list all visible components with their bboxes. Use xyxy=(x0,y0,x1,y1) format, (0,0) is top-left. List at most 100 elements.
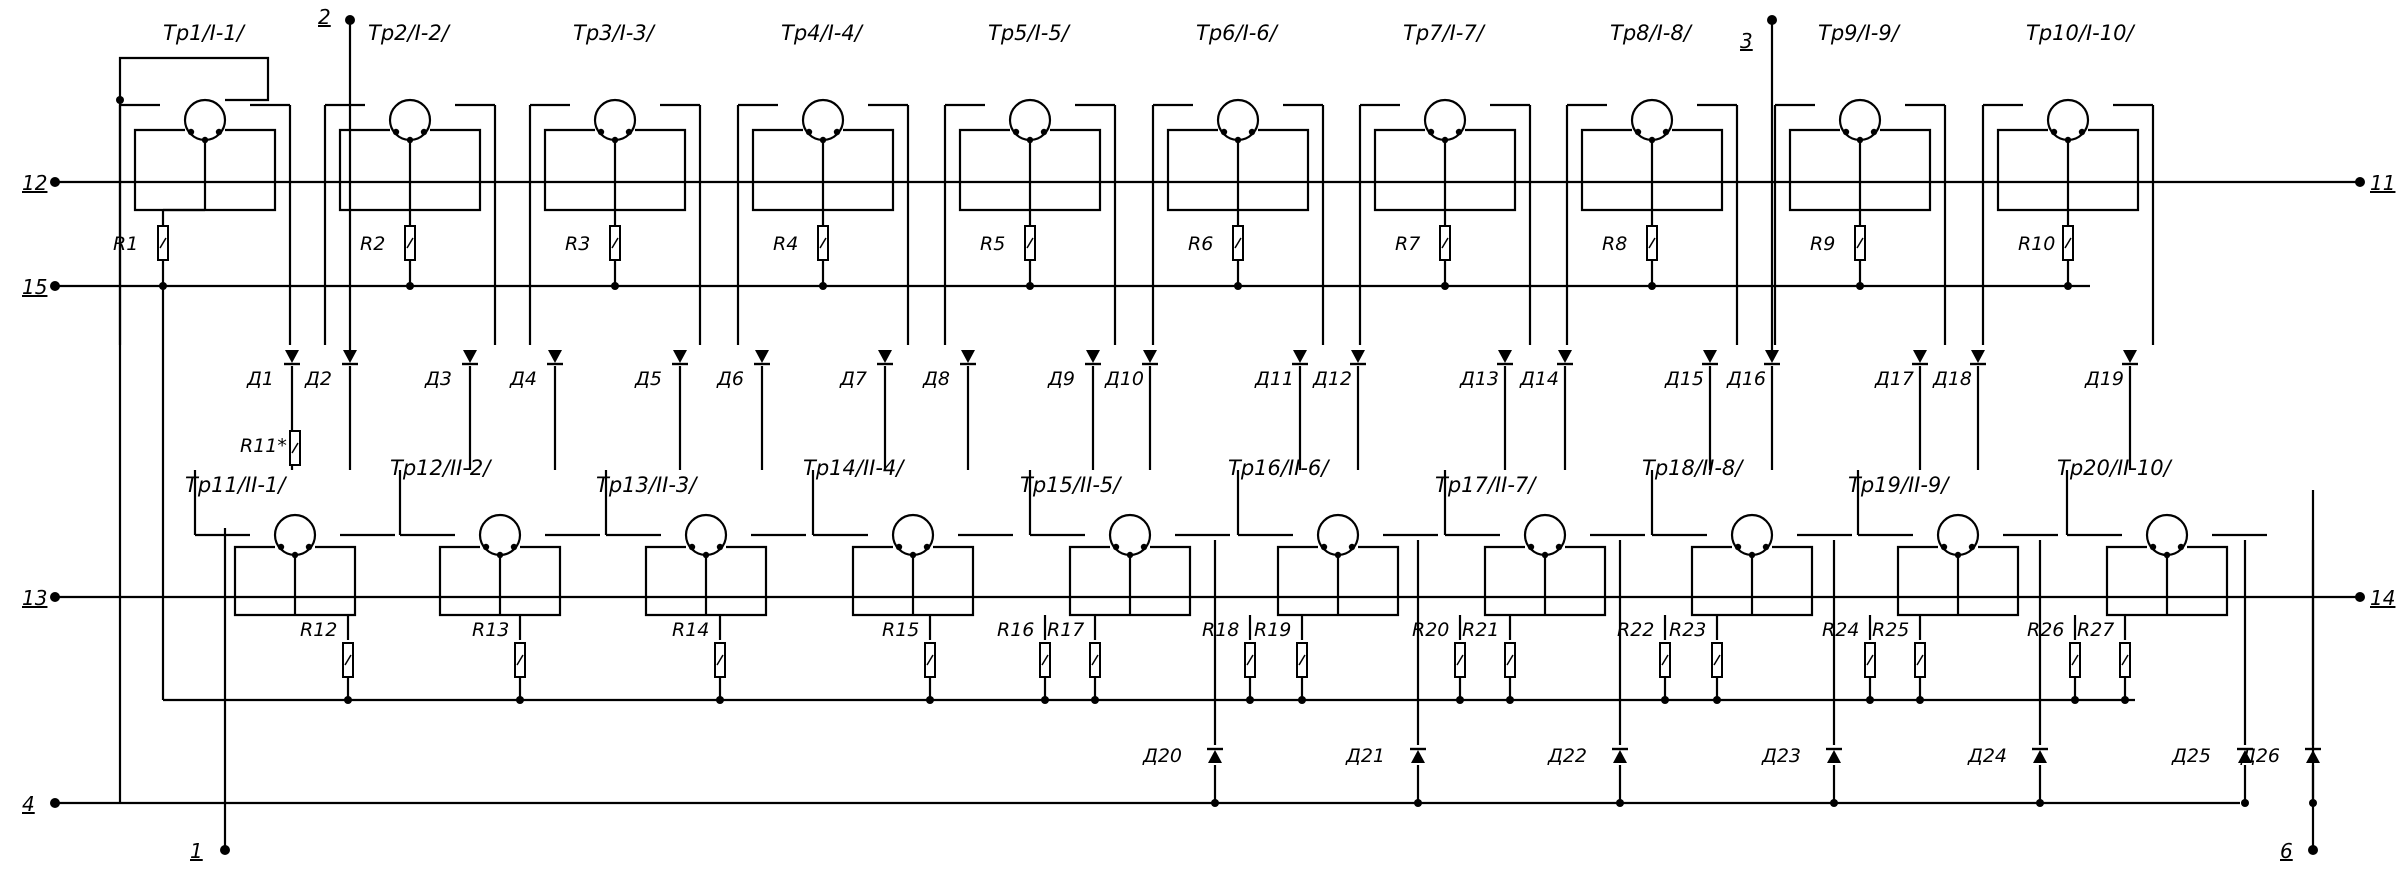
terminal-11-label: 11 xyxy=(2370,171,2395,195)
diode-6 xyxy=(754,350,770,366)
diode-lower-24 xyxy=(2032,747,2048,763)
diode-13 xyxy=(1497,350,1513,366)
diode-lower-label-23: Д23 xyxy=(1761,745,1801,767)
transformer-top-label-4: Тр4/I-4/ xyxy=(781,21,864,45)
transformer-bottom-label-5: Тр15/II-5/ xyxy=(1020,473,1122,497)
resistor-top-label-4: R4 xyxy=(773,233,798,255)
transformer-bottom-8 xyxy=(1730,513,1774,559)
transformer-bottom-10 xyxy=(2145,513,2189,559)
junction-dot xyxy=(2121,696,2129,704)
diode-label-11: Д11 xyxy=(1254,368,1294,390)
junction-dot xyxy=(1856,282,1864,290)
junction-dot xyxy=(1713,696,1721,704)
resistor-bottom-label-22: R22 xyxy=(1617,619,1654,641)
transformer-top-1 xyxy=(183,98,227,144)
diode-7 xyxy=(877,350,893,366)
terminal-dot xyxy=(2355,177,2365,187)
resistor-bottom-label-17: R17 xyxy=(1047,619,1084,641)
diode-lower-label-20: Д20 xyxy=(1142,745,1182,767)
diode-19 xyxy=(2122,350,2138,366)
junction-dot xyxy=(1414,799,1422,807)
resistor-bottom-label-16: R16 xyxy=(997,619,1034,641)
transformer-top-label-2: Тр2/I-2/ xyxy=(368,21,451,45)
junction-dot xyxy=(1916,696,1924,704)
terminal-14-label: 14 xyxy=(2370,586,2395,610)
transformer-bottom-label-4: Тр14/II-4/ xyxy=(803,456,905,480)
transformer-top-3 xyxy=(593,98,637,144)
diode-lower-label-26: Д26 xyxy=(2240,745,2280,767)
resistor-top-label-2: R2 xyxy=(360,233,385,255)
transformer-top-9 xyxy=(1838,98,1882,144)
diode-3 xyxy=(462,350,478,366)
resistor-top-10 xyxy=(2062,225,2074,261)
terminal-1-label: 1 xyxy=(190,839,203,863)
resistor-bottom-26 xyxy=(2069,642,2081,678)
diode-label-4: Д4 xyxy=(509,368,537,390)
diode-label-2: Д2 xyxy=(304,368,332,390)
junction-dot xyxy=(1830,799,1838,807)
terminal-dot xyxy=(2355,592,2365,602)
junction-dot xyxy=(1661,696,1669,704)
wire xyxy=(118,56,270,102)
resistor-top-label-6: R6 xyxy=(1188,233,1213,255)
diode-lower-26 xyxy=(2305,747,2321,763)
transformer-bottom-label-1: Тр11/II-1/ xyxy=(185,473,287,497)
transformer-bottom-5 xyxy=(1108,513,1152,559)
transformer-top-10 xyxy=(2046,98,2090,144)
transformer-bottom-6 xyxy=(1316,513,1360,559)
diode-label-6: Д6 xyxy=(716,368,744,390)
junction-dot xyxy=(2036,799,2044,807)
resistor-top-label-7: R7 xyxy=(1395,233,1420,255)
terminal-12-label: 12 xyxy=(22,171,47,195)
transformer-bottom-label-10: Тр20/II-10/ xyxy=(2057,456,2173,480)
diode-label-19: Д19 xyxy=(2084,368,2124,390)
diode-lower-20 xyxy=(1207,747,1223,763)
junction-dot xyxy=(1456,696,1464,704)
terminal-dot xyxy=(50,798,60,808)
terminal-15-label: 15 xyxy=(22,275,47,299)
diode-lower-21 xyxy=(1410,747,1426,763)
diode-11 xyxy=(1292,350,1308,366)
junction-dot xyxy=(716,696,724,704)
diode-12 xyxy=(1350,350,1366,366)
resistor-top-2 xyxy=(404,225,416,261)
junction-dot xyxy=(819,282,827,290)
diode-label-18: Д18 xyxy=(1932,368,1972,390)
junction-dot xyxy=(1866,696,1874,704)
diode-label-3: Д3 xyxy=(424,368,452,390)
resistor-mid-label: R11* xyxy=(240,435,287,457)
diode-18 xyxy=(1970,350,1986,366)
resistor-top-9 xyxy=(1854,225,1866,261)
resistor-bottom-label-21: R21 xyxy=(1462,619,1499,641)
resistor-bottom-23 xyxy=(1711,642,1723,678)
junction-dot xyxy=(344,696,352,704)
terminal-13-label: 13 xyxy=(22,586,47,610)
junction-dot xyxy=(1441,282,1449,290)
diode-label-15: Д15 xyxy=(1664,368,1704,390)
diode-label-10: Д10 xyxy=(1104,368,1144,390)
diode-lower-label-24: Д24 xyxy=(1967,745,2007,767)
resistor-top-4 xyxy=(817,225,829,261)
diode-label-5: Д5 xyxy=(634,368,662,390)
junction-dot xyxy=(1246,696,1254,704)
transformer-bottom-label-8: Тр18/II-8/ xyxy=(1642,456,1744,480)
components xyxy=(157,98,2321,763)
diode-label-13: Д13 xyxy=(1459,368,1499,390)
resistor-bottom-21 xyxy=(1504,642,1516,678)
resistor-top-label-8: R8 xyxy=(1602,233,1627,255)
diode-lower-label-25: Д25 xyxy=(2171,745,2211,767)
transformer-top-label-7: Тр7/I-7/ xyxy=(1403,21,1486,45)
diode-label-17: Д17 xyxy=(1874,368,1914,390)
junction-dot xyxy=(2241,799,2249,807)
junction-dot xyxy=(2309,799,2317,807)
resistor-bottom-13 xyxy=(514,642,526,678)
resistor-top-3 xyxy=(609,225,621,261)
resistor-bottom-label-14: R14 xyxy=(672,619,709,641)
transformer-top-label-6: Тр6/I-6/ xyxy=(1196,21,1279,45)
terminal-dot xyxy=(50,592,60,602)
transformer-bottom-9 xyxy=(1936,513,1980,559)
junction-dot xyxy=(2064,282,2072,290)
resistor-bottom-15 xyxy=(924,642,936,678)
resistor-top-6 xyxy=(1232,225,1244,261)
